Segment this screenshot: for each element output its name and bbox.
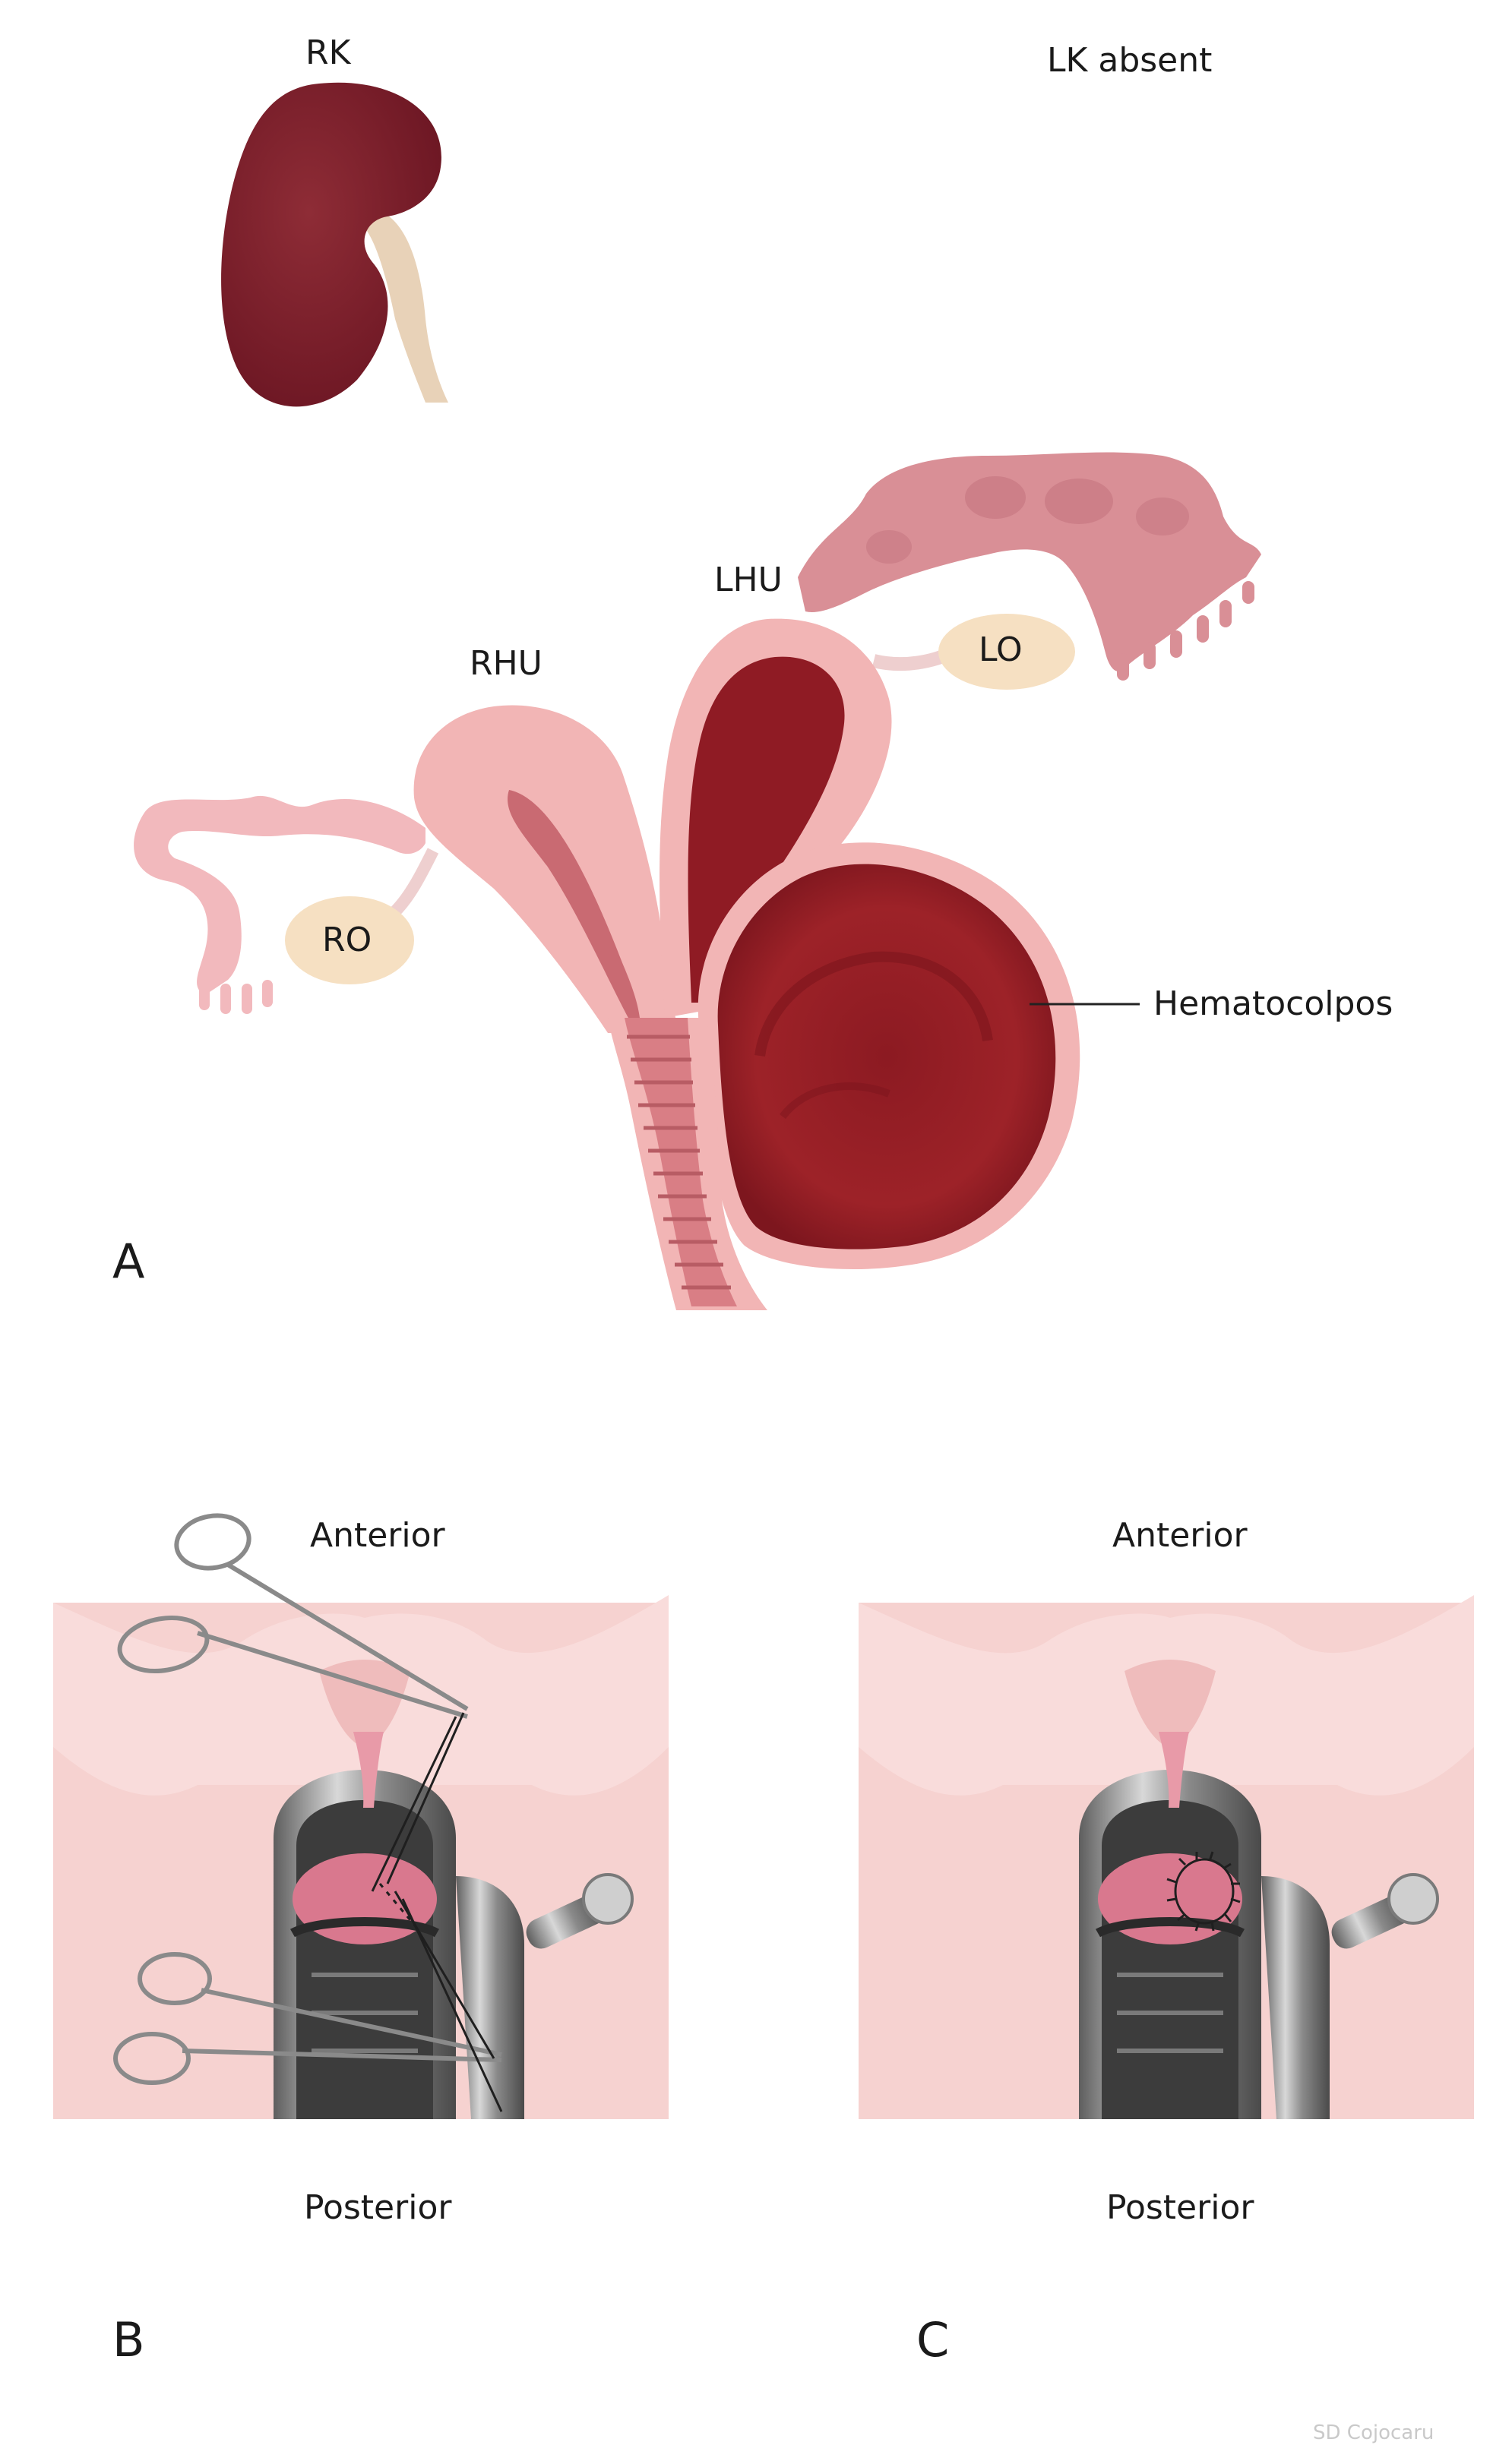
panel-a [134, 82, 1261, 1310]
panel-b-anterior-label: Anterior [310, 1516, 445, 1555]
forceps-top [117, 1513, 469, 1719]
vagina [608, 1018, 767, 1310]
label-rk: RK [305, 33, 351, 72]
forceps-bottom [113, 1952, 502, 2085]
left-fallopian-tube [798, 452, 1261, 681]
right-fallopian-tube [134, 795, 425, 1014]
panel-c-anterior-label: Anterior [1112, 1516, 1248, 1555]
speculum [1079, 1770, 1439, 2119]
label-lhu: LHU [714, 561, 783, 599]
panel-c-posterior-label: Posterior [1106, 2188, 1254, 2227]
right-hemi-uterus [413, 705, 678, 1033]
right-kidney [221, 82, 448, 407]
panel-c-letter: C [916, 2312, 950, 2368]
right-ovary [285, 896, 414, 984]
panel-b [53, 1513, 669, 2119]
panel-b-letter: B [112, 2312, 145, 2368]
panel-c [859, 1595, 1474, 2119]
label-lo: LO [979, 630, 1023, 669]
speculum [274, 1770, 634, 2119]
label-hematocolpos: Hematocolpos [1153, 984, 1393, 1023]
credit: SD Cojocaru [1313, 2421, 1435, 2444]
panel-b-posterior-label: Posterior [304, 2188, 452, 2227]
left-ovary [938, 614, 1075, 690]
label-ro: RO [322, 921, 372, 959]
suture-ring [1166, 1851, 1241, 1932]
label-lk-absent: LK absent [1047, 41, 1213, 80]
hematocolpos [697, 842, 1080, 1270]
panel-a-letter: A [112, 1234, 145, 1289]
label-rhu: RHU [470, 644, 542, 683]
